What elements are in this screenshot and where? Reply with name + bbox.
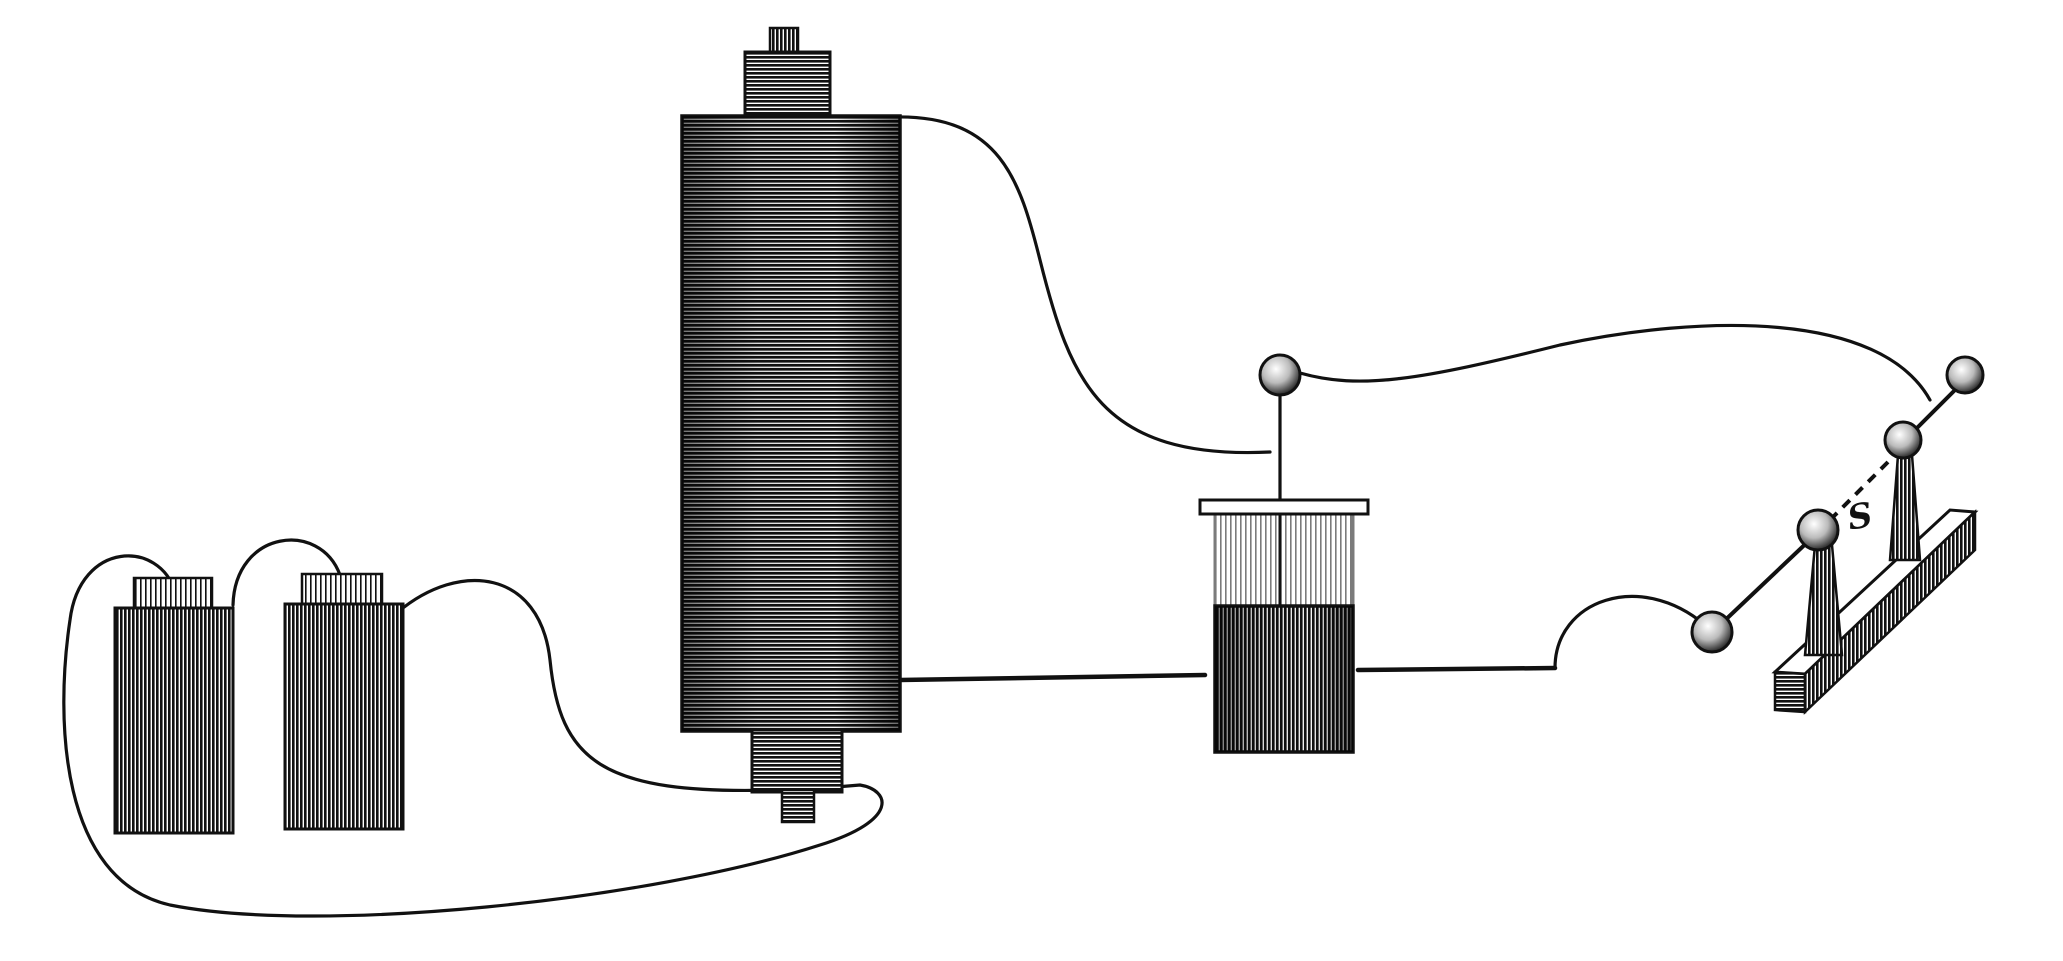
spark-gap-label: S	[1845, 495, 1876, 539]
battery-cell-left	[113, 576, 235, 835]
coil-bottom-pin	[780, 788, 816, 824]
discharger-pillar-front	[1803, 543, 1844, 657]
discharger-rod-lower	[1718, 533, 1817, 627]
wire-battery-link	[231, 538, 342, 607]
wire-coil-to-jar-base	[897, 672, 1208, 683]
wires	[62, 115, 1932, 918]
wire-ball-to-discharger	[1298, 323, 1932, 402]
coil-top-pin	[768, 26, 800, 56]
spark-gap-discharger: S	[1690, 355, 1985, 715]
induction-coil	[680, 26, 902, 824]
discharger-ball-upper	[1883, 420, 1923, 460]
jar-coating-shade	[1215, 606, 1353, 752]
jar-glass	[1213, 512, 1355, 608]
battery-body	[113, 606, 235, 835]
wire-jar-to-gap-arch	[1553, 594, 1707, 670]
jar-terminal-ball	[1258, 353, 1302, 397]
discharger-ball-top	[1945, 355, 1985, 395]
wire-coil-to-jar	[893, 115, 1272, 455]
wire-jar-to-gap	[1355, 665, 1558, 673]
coil-bottom-core	[750, 728, 844, 794]
battery-cap	[300, 572, 384, 608]
leyden-jar	[1198, 498, 1370, 754]
discharger-ball-lower	[1690, 610, 1734, 654]
discharger-base-front	[1773, 670, 1807, 714]
discharger-gap-dashes	[1828, 453, 1897, 522]
battery-body	[283, 602, 405, 831]
discharger-pillar-rear	[1888, 453, 1922, 562]
battery-cell-right	[283, 572, 405, 831]
wire-battery-loop	[62, 554, 884, 918]
discharger-base-side	[1803, 509, 1977, 715]
wire-battery-to-coil	[396, 579, 777, 793]
coil-top-core	[743, 50, 832, 120]
coil-shading	[682, 116, 900, 731]
battery-cap	[132, 576, 214, 612]
jar-lid	[1198, 498, 1370, 516]
discharger-ball-mid	[1796, 508, 1840, 552]
